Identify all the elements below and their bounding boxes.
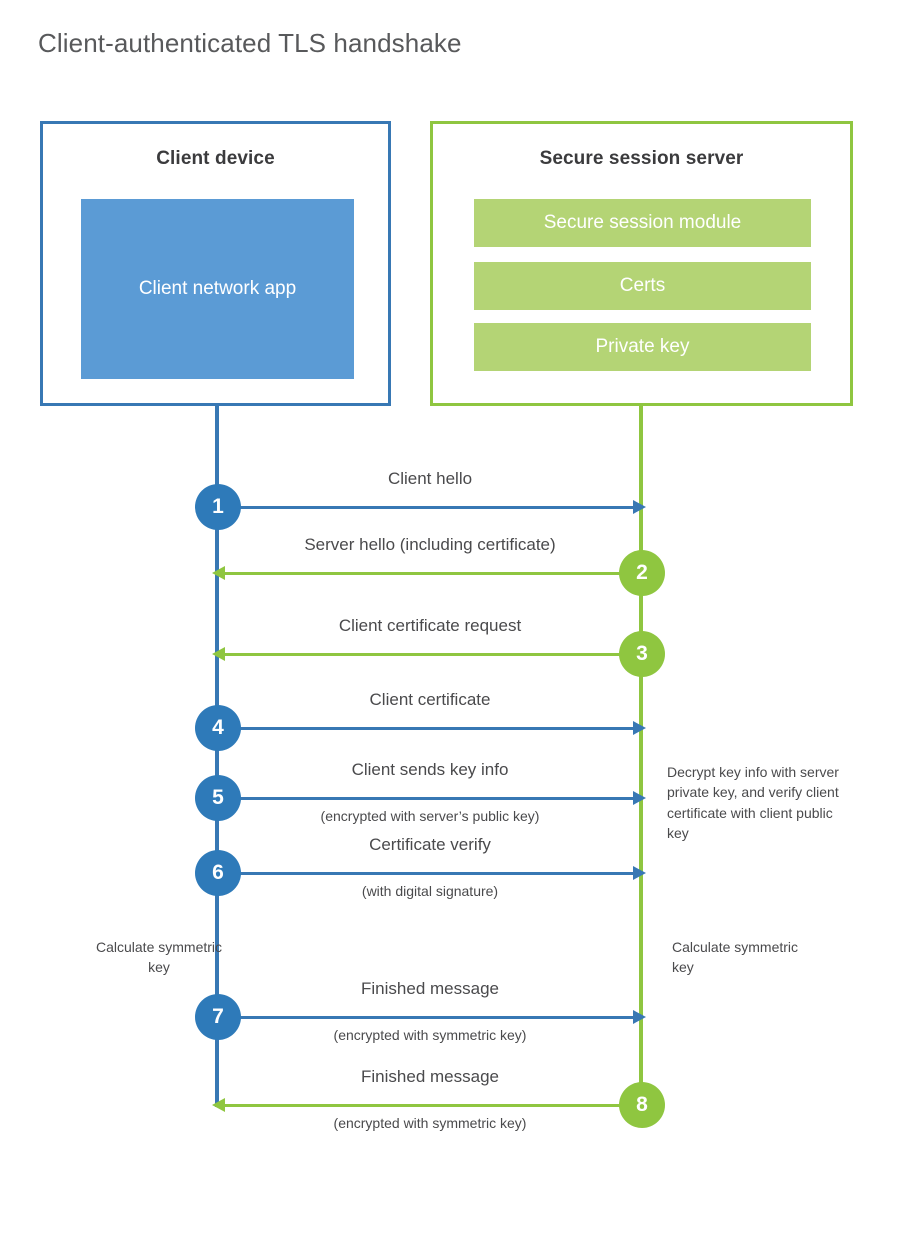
arrow-head-step-3 <box>212 647 225 661</box>
arrow-head-step-6 <box>633 866 646 880</box>
step-badge-5[interactable]: 5 <box>195 775 241 821</box>
arrow-shaft-step-5 <box>217 797 635 800</box>
message-label-step-3: Client certificate request <box>338 616 522 635</box>
server-component-secure-session-module: Secure session module <box>474 199 811 247</box>
arrow-head-step-2 <box>212 566 225 580</box>
arrow-head-step-8 <box>212 1098 225 1112</box>
secure-session-server-title: Secure session server <box>539 148 744 169</box>
step-badge-4[interactable]: 4 <box>195 705 241 751</box>
server-lifeline <box>639 406 643 1107</box>
note-calculate-symmetric-key-server: Calculate symmetric key <box>672 939 799 976</box>
message-label-step-4: Client certificate <box>369 690 491 709</box>
note-decrypt-key-info: Decrypt key info with server private key… <box>667 764 839 841</box>
message-label-step-8: Finished message <box>361 1067 499 1086</box>
step-badge-3[interactable]: 3 <box>619 631 665 677</box>
client-device-box: Client device Client network app <box>40 121 391 406</box>
message-label-step-1: Client hello <box>387 469 473 488</box>
message-label-step-5: Client sends key info <box>351 760 509 779</box>
message-sublabel-step-7: (encrypted with symmetric key) <box>333 1027 527 1043</box>
message-sublabel-step-8: (encrypted with symmetric key) <box>333 1115 527 1131</box>
client-lifeline <box>215 406 219 1107</box>
arrow-head-step-1 <box>633 500 646 514</box>
step-badge-6[interactable]: 6 <box>195 850 241 896</box>
client-device-title: Client device <box>156 148 275 169</box>
arrow-shaft-step-4 <box>217 727 635 730</box>
arrow-shaft-step-2 <box>223 572 641 575</box>
arrow-shaft-step-1 <box>217 506 635 509</box>
step-badge-1[interactable]: 1 <box>195 484 241 530</box>
message-label-step-6: Certificate verify <box>369 835 491 854</box>
arrow-shaft-step-3 <box>223 653 641 656</box>
page-title: Client-authenticated TLS handshake <box>38 28 462 58</box>
message-sublabel-step-6: (with digital signature) <box>361 883 499 899</box>
message-sublabel-step-5: (encrypted with server’s public key) <box>320 808 540 824</box>
server-component-certs: Certs <box>474 262 811 310</box>
step-badge-7[interactable]: 7 <box>195 994 241 1040</box>
server-component-private-key: Private key <box>474 323 811 371</box>
arrow-shaft-step-6 <box>217 872 635 875</box>
message-label-step-2: Server hello (including certificate) <box>304 535 556 554</box>
arrow-head-step-5 <box>633 791 646 805</box>
message-label-step-7: Finished message <box>361 979 499 998</box>
secure-session-server-box: Secure session server Secure session mod… <box>430 121 853 406</box>
note-calculate-symmetric-key-client: Calculate symmetric key <box>95 939 223 976</box>
step-badge-8[interactable]: 8 <box>619 1082 665 1128</box>
step-badge-2[interactable]: 2 <box>619 550 665 596</box>
arrow-shaft-step-8 <box>223 1104 641 1107</box>
arrow-head-step-4 <box>633 721 646 735</box>
arrow-head-step-7 <box>633 1010 646 1024</box>
arrow-shaft-step-7 <box>217 1016 635 1019</box>
client-network-app-block: Client network app <box>81 199 354 379</box>
